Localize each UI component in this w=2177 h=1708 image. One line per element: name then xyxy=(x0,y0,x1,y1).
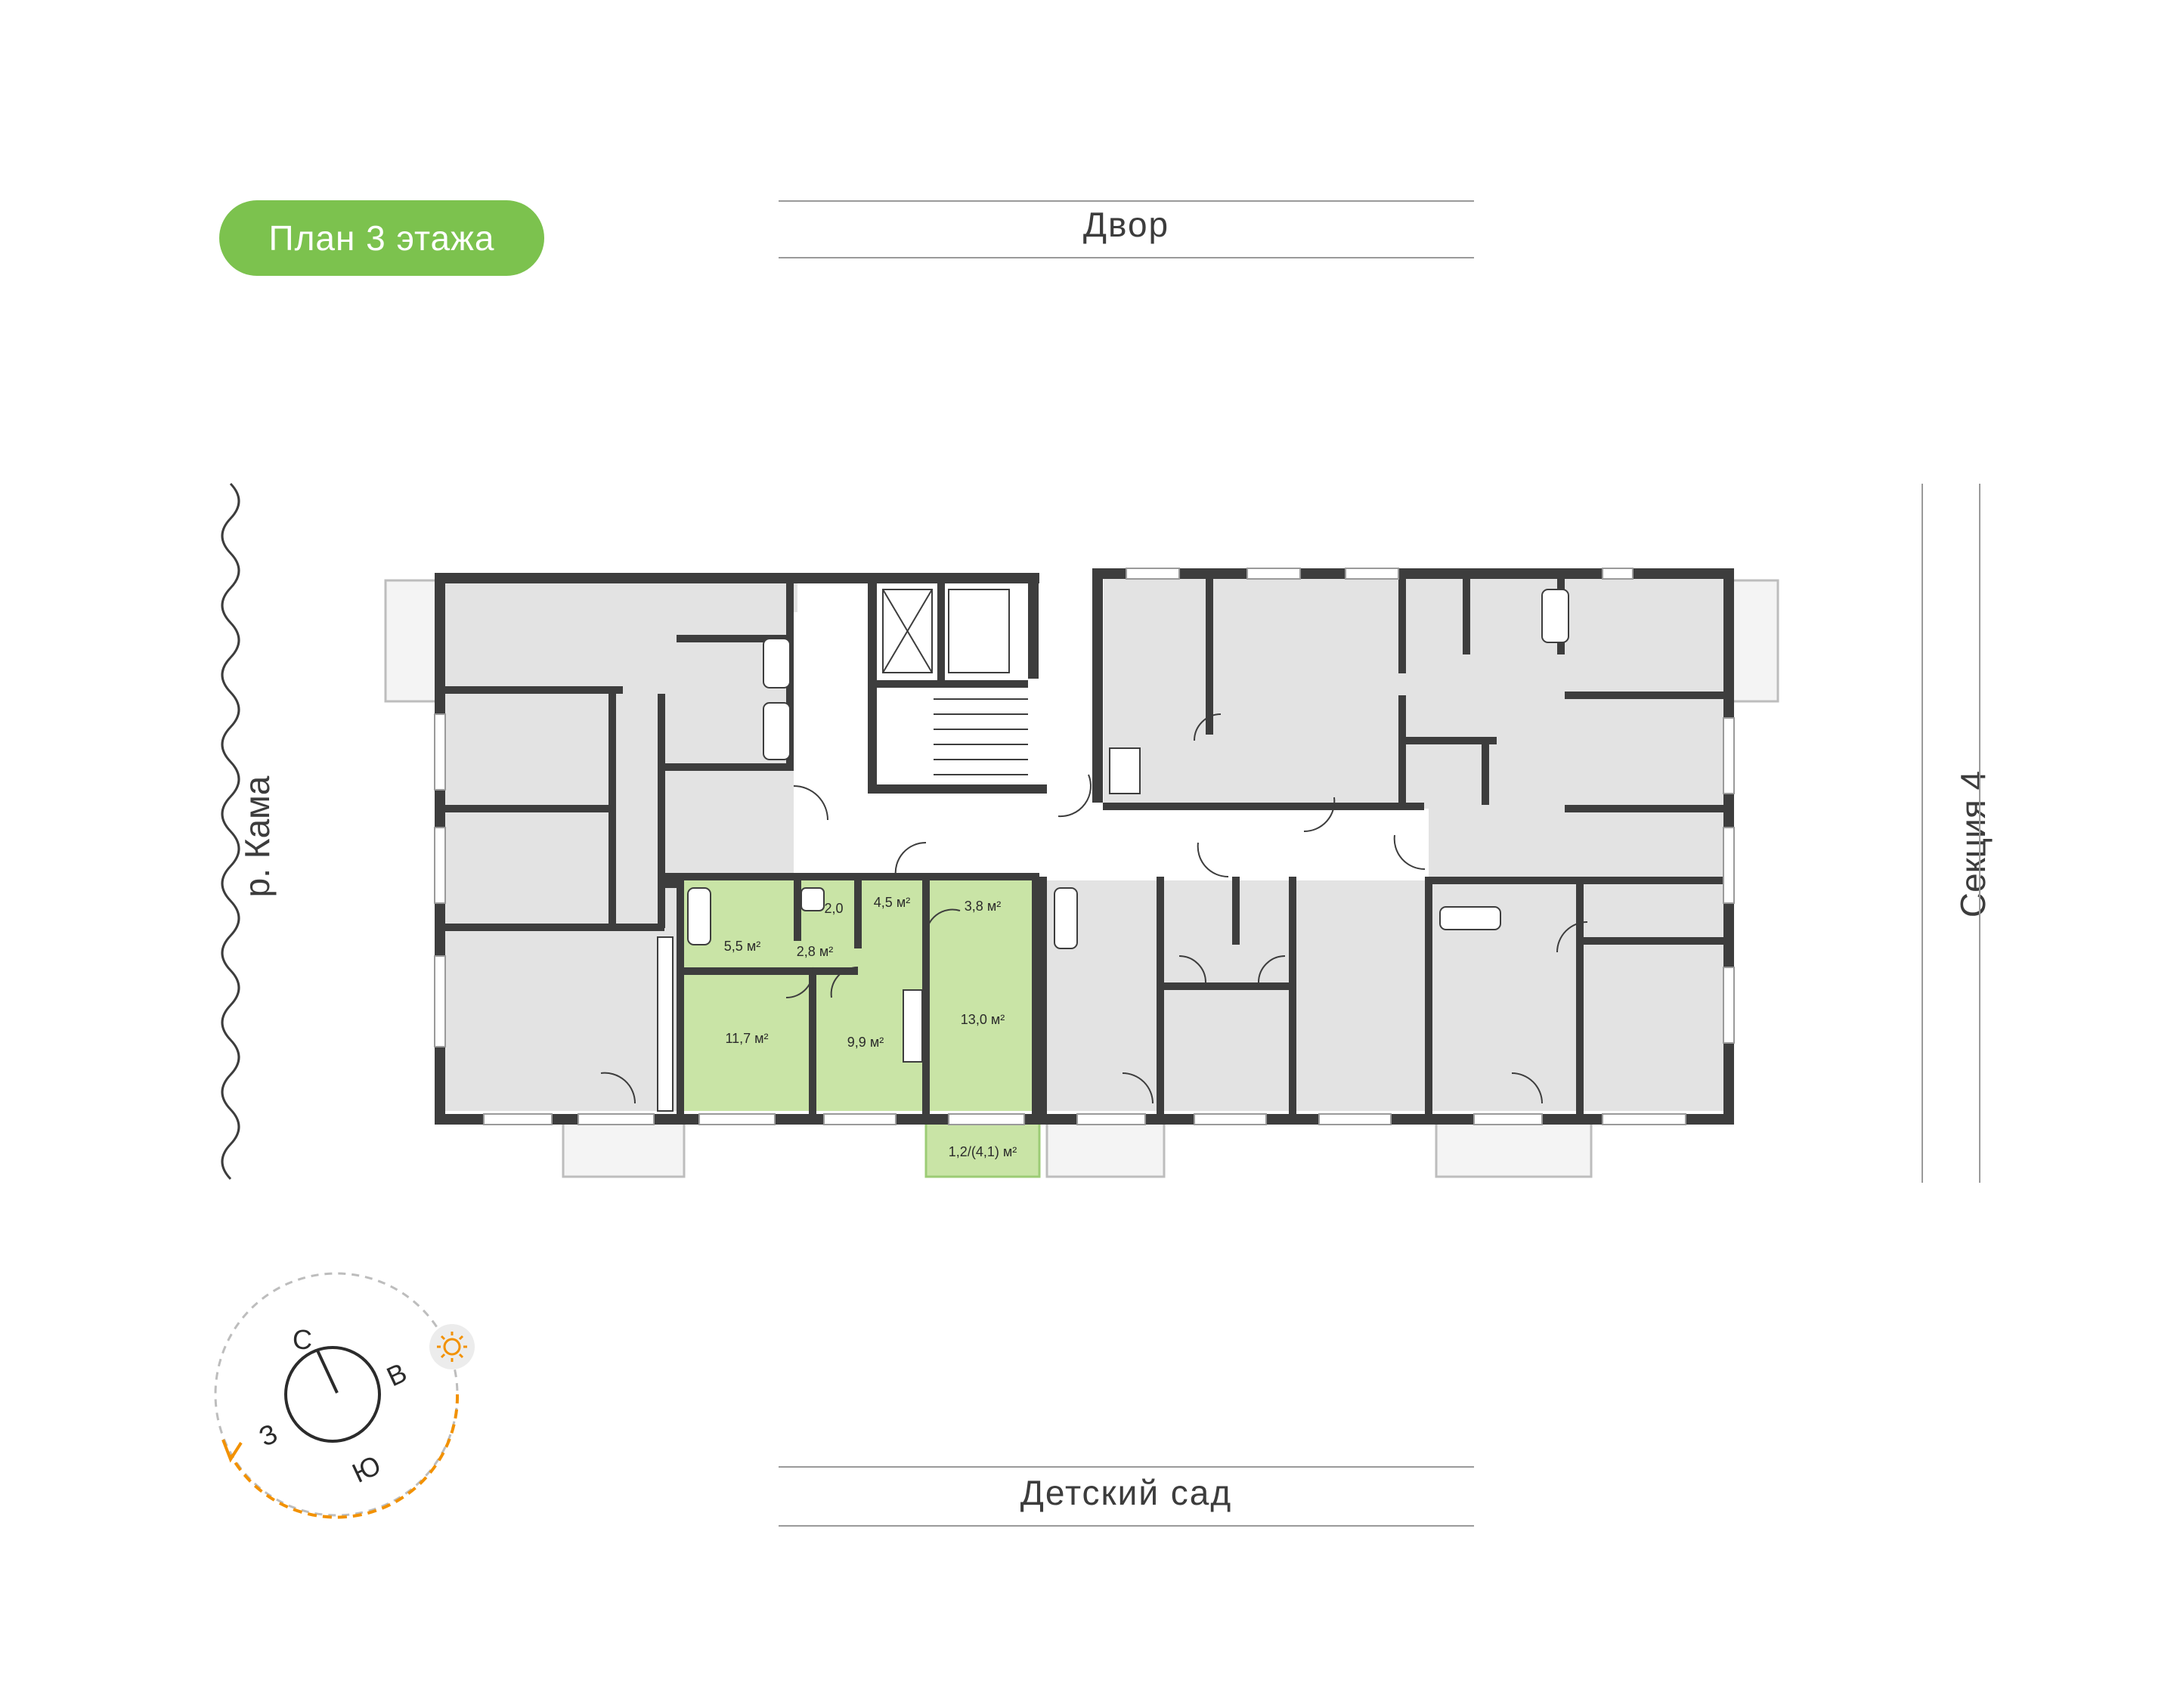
room-label-kitchen: 9,9 м² xyxy=(847,1035,884,1050)
room-labels: 5,5 м² 2,0 4,5 м² 3,8 м² 2,8 м² 11,7 м² … xyxy=(724,895,1005,1050)
river-wave xyxy=(221,482,240,1180)
top-street-line-upper xyxy=(779,200,1474,202)
floor-plan-badge: План 3 этажа xyxy=(219,200,544,276)
sun-path-arrow-icon xyxy=(221,1439,243,1463)
stair-treads xyxy=(934,698,1028,775)
section-line-right xyxy=(1979,484,1980,1183)
compass-south: Ю xyxy=(348,1449,386,1489)
circulation xyxy=(797,582,1429,880)
balcony-left-top xyxy=(384,579,441,703)
top-street-label: Двор xyxy=(1082,205,1170,244)
compass: С В Ю З xyxy=(214,1272,475,1519)
sun-rays-icon xyxy=(437,1332,467,1362)
balconies xyxy=(384,579,1779,1178)
highlighted-balcony xyxy=(924,1121,1041,1178)
room-label-vestibule: 2,8 м² xyxy=(797,944,833,959)
room-label-room2: 13,0 м² xyxy=(961,1012,1005,1027)
room-label-hall: 4,5 м² xyxy=(874,895,910,910)
top-street-line-lower xyxy=(779,257,1474,258)
compass-west: З xyxy=(254,1417,282,1452)
elevator-shafts xyxy=(882,589,1010,673)
room-label-corridor: 3,8 м² xyxy=(965,899,1001,914)
section-line-left xyxy=(1922,484,1923,1183)
sun-path xyxy=(229,1394,460,1519)
compass-north: С xyxy=(293,1324,312,1355)
bottom-street-line-lower xyxy=(779,1525,1474,1527)
room-label-balcony: 1,2/(4,1) м² xyxy=(949,1144,1017,1159)
sun-icon xyxy=(443,1338,461,1356)
balcony-bottom-4 xyxy=(1435,1121,1593,1178)
compass-east: В xyxy=(382,1357,411,1392)
balcony-bottom-3 xyxy=(1045,1121,1166,1178)
room-label-wc: 2,0 xyxy=(824,901,843,916)
sun-icon-bg xyxy=(429,1324,475,1369)
balcony-bottom-1 xyxy=(562,1121,686,1178)
windows xyxy=(434,568,1735,1125)
room-label-bath: 5,5 м² xyxy=(724,939,760,954)
bath-fixtures xyxy=(657,589,1569,1112)
door-swings xyxy=(600,713,1588,1104)
bottom-street-label: Детский сад xyxy=(1020,1473,1233,1512)
room-label-room1: 11,7 м² xyxy=(725,1031,768,1046)
compass-needle xyxy=(316,1350,339,1394)
bottom-street-line-upper xyxy=(779,1466,1474,1468)
compass-dial xyxy=(284,1346,381,1443)
room-fills xyxy=(442,578,1723,1111)
